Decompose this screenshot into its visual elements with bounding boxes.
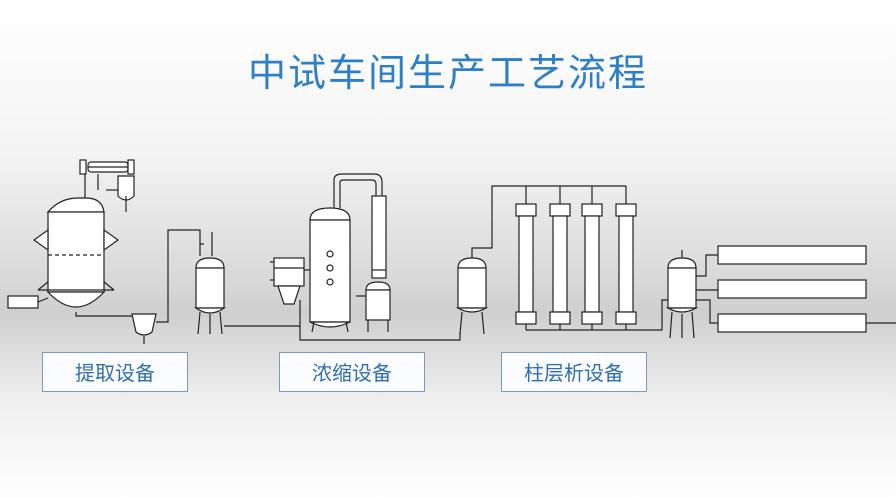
chromatography-feed-tank-icon (455, 185, 626, 335)
stage-label-chromatography: 柱层析设备 (501, 352, 647, 392)
concentrator-icon (270, 173, 461, 341)
downstream-unit-2-icon (696, 279, 867, 299)
extraction-tank-icon (7, 159, 213, 344)
stage-label-extraction: 提取设备 (42, 352, 188, 392)
page-title: 中试车间生产工艺流程 (247, 51, 648, 95)
chromatography-column-4-icon (615, 186, 637, 330)
collection-tank-icon (665, 250, 699, 339)
chromatography-column-2-icon (549, 186, 571, 330)
chromatography-column-3-icon (581, 186, 603, 330)
stage-label-concentration: 浓缩设备 (279, 352, 425, 392)
downstream-unit-3-icon (696, 299, 896, 333)
chromatography-column-1-icon (515, 186, 537, 330)
downstream-unit-1-icon (696, 245, 867, 277)
